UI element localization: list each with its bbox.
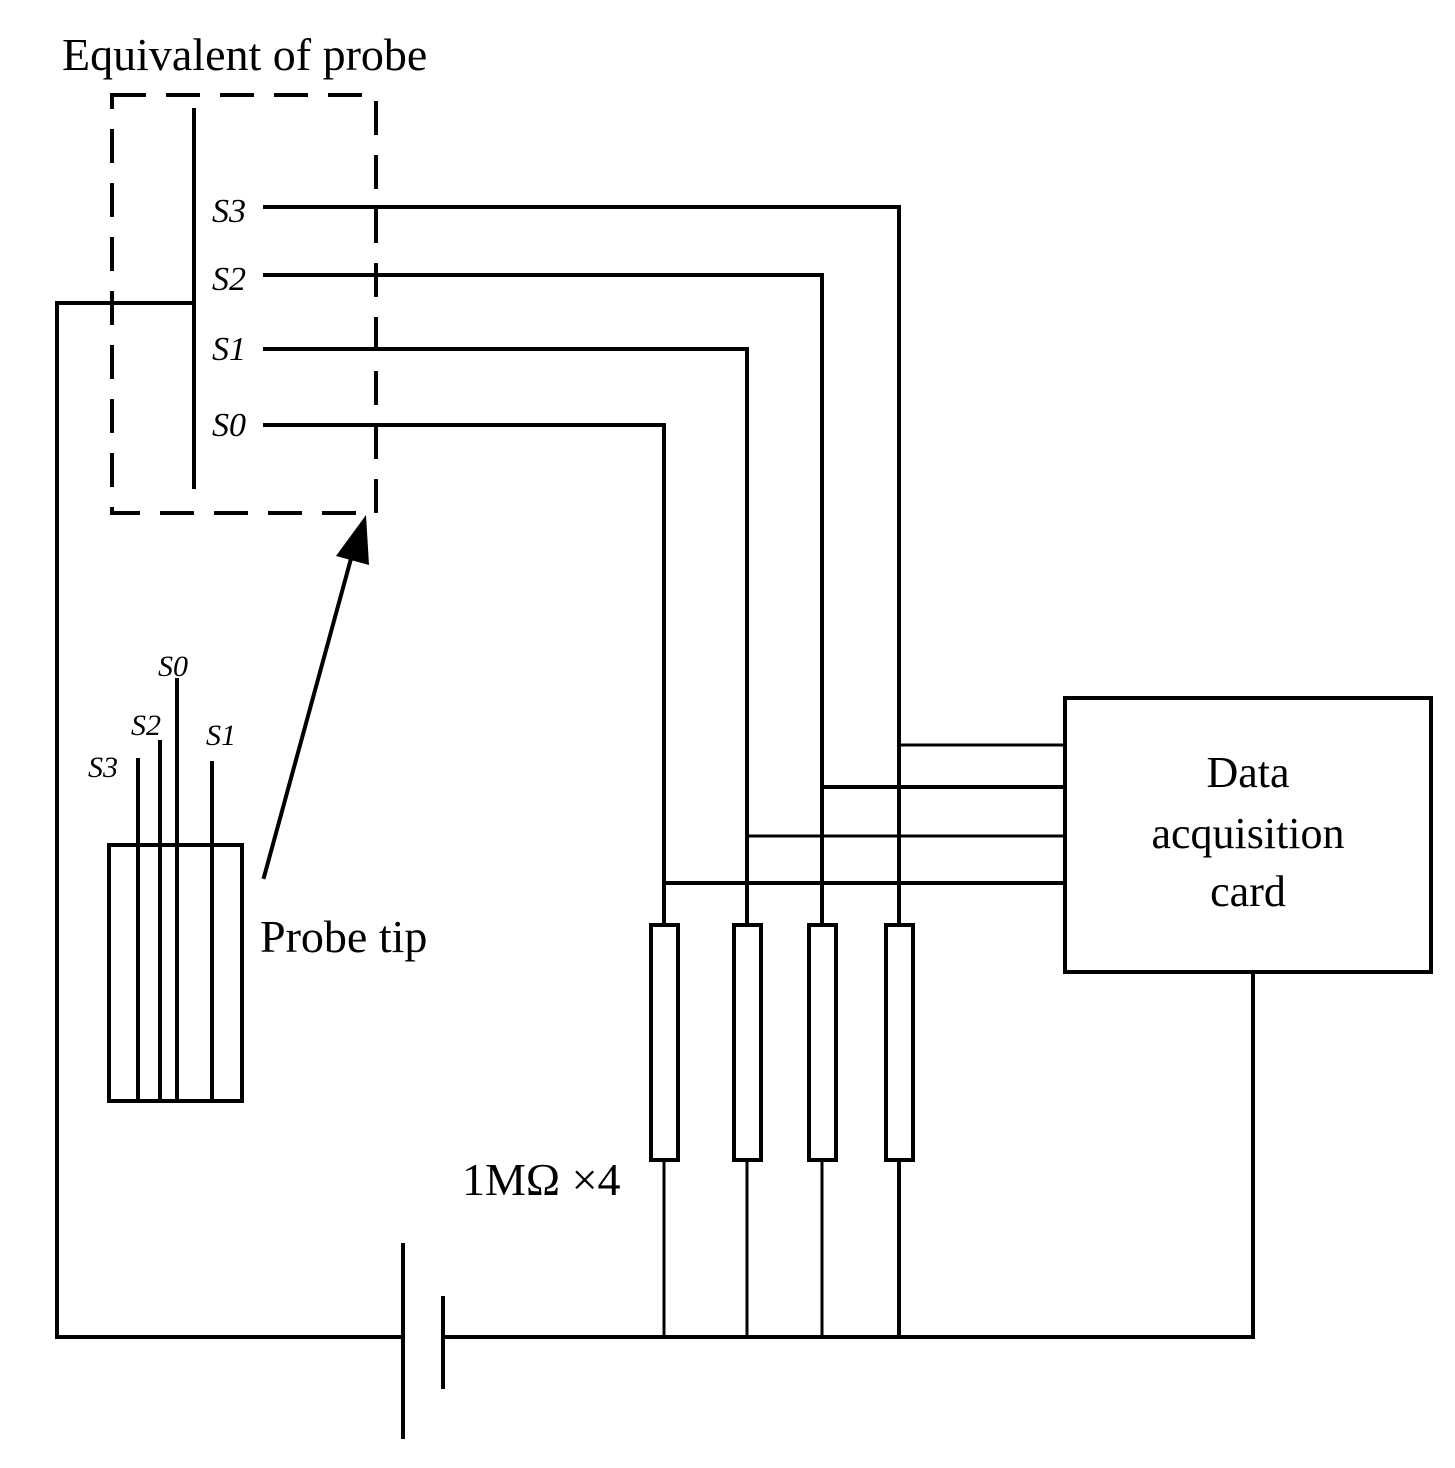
resistor-s2	[807, 923, 838, 1162]
tip-signal-s1: S1	[206, 719, 236, 752]
s0-wire	[263, 423, 666, 927]
card-label-line3: card	[1210, 867, 1286, 916]
card-label-line1: Data	[1206, 748, 1289, 797]
resistor-s1	[732, 923, 763, 1162]
tip-signal-s3: S3	[88, 751, 118, 784]
left-return-wire	[55, 301, 405, 1339]
s2-wire	[263, 273, 824, 927]
resistor-value-label: 1MΩ ×4	[462, 1154, 621, 1205]
equivalent-of-probe-label: Equivalent of probe	[62, 29, 427, 80]
tip-signal-s0: S0	[158, 650, 188, 683]
tip-signal-s2: S2	[131, 709, 161, 742]
data-acquisition-card	[1063, 696, 1433, 974]
equiv-signal-s3: S3	[212, 193, 246, 230]
bottom-bus-wire	[441, 970, 1255, 1339]
equiv-signal-s1: S1	[212, 331, 246, 368]
resistor-s3	[884, 923, 915, 1162]
equiv-signal-s0: S0	[212, 407, 246, 444]
s3-wire	[263, 205, 901, 927]
s1-wire	[263, 347, 749, 927]
equiv-signal-s2: S2	[212, 261, 246, 298]
resistor-s0	[649, 923, 680, 1162]
pointer-arrow-line	[261, 552, 355, 880]
probe-tip-label: Probe tip	[260, 911, 427, 962]
arrow-head-icon	[336, 515, 369, 565]
card-label-line2: acquisition	[1151, 809, 1344, 858]
